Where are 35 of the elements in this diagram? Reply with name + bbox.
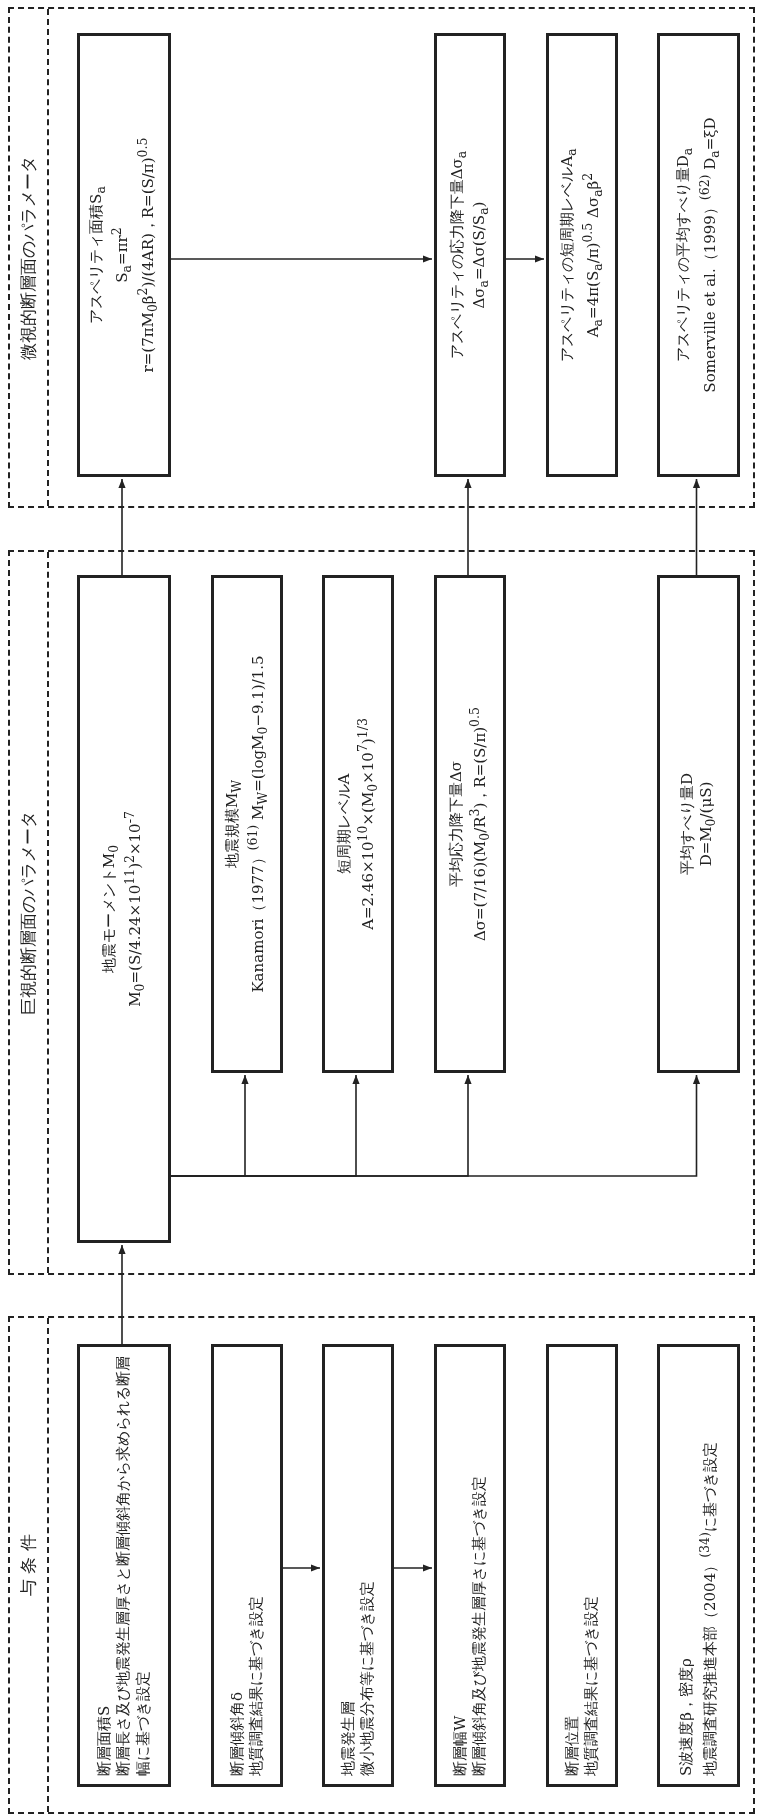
group-title: 巨視的断層面のパラメータ	[17, 810, 39, 1015]
process-box	[434, 575, 506, 1073]
box-text: 地質調査結果に基づき設定	[247, 1595, 266, 1776]
box-heading: 断層位置	[562, 1715, 582, 1776]
box-heading: 断層幅W	[450, 1714, 470, 1776]
group-title: 与 条 件	[17, 1534, 39, 1596]
box-text: 断層長さ及び地震発生層厚さと断層傾斜角から求められる断層幅に基づき設定	[114, 1355, 153, 1776]
process-box	[434, 1344, 506, 1787]
process-box	[322, 575, 394, 1073]
process-box	[322, 1344, 394, 1787]
box-heading: 短周期レベルA	[335, 773, 355, 875]
process-box	[657, 575, 740, 1073]
process-box	[546, 33, 618, 477]
box-heading: 平均応力降下量Δσ	[447, 760, 467, 888]
group-title: 微視的断層面のパラメータ	[17, 155, 39, 360]
process-box	[77, 575, 171, 1243]
process-box	[77, 33, 171, 477]
box-heading: 地震発生層	[338, 1700, 358, 1776]
process-box	[211, 575, 283, 1073]
box-text: 地質調査結果に基づき設定	[582, 1595, 601, 1776]
box-heading: S波速度β，密度ρ	[677, 1657, 696, 1776]
box-heading: 断層傾斜角δ	[227, 1690, 247, 1776]
process-box	[657, 33, 740, 477]
process-box	[657, 1344, 740, 1787]
box-text: 微小地震分布等に基づき設定	[358, 1580, 377, 1776]
box-heading: 平均すべり量D	[677, 773, 697, 875]
group-frame	[8, 1316, 755, 1814]
process-box	[546, 1344, 618, 1787]
process-box	[434, 33, 506, 477]
group-frame	[8, 7, 755, 508]
box-heading: 断層面積S	[94, 1704, 114, 1776]
process-box	[77, 1344, 171, 1787]
box-text: 断層傾斜角及び地震発生層厚さに基づき設定	[470, 1475, 489, 1776]
group-frame	[8, 550, 755, 1275]
process-box	[211, 1344, 283, 1787]
